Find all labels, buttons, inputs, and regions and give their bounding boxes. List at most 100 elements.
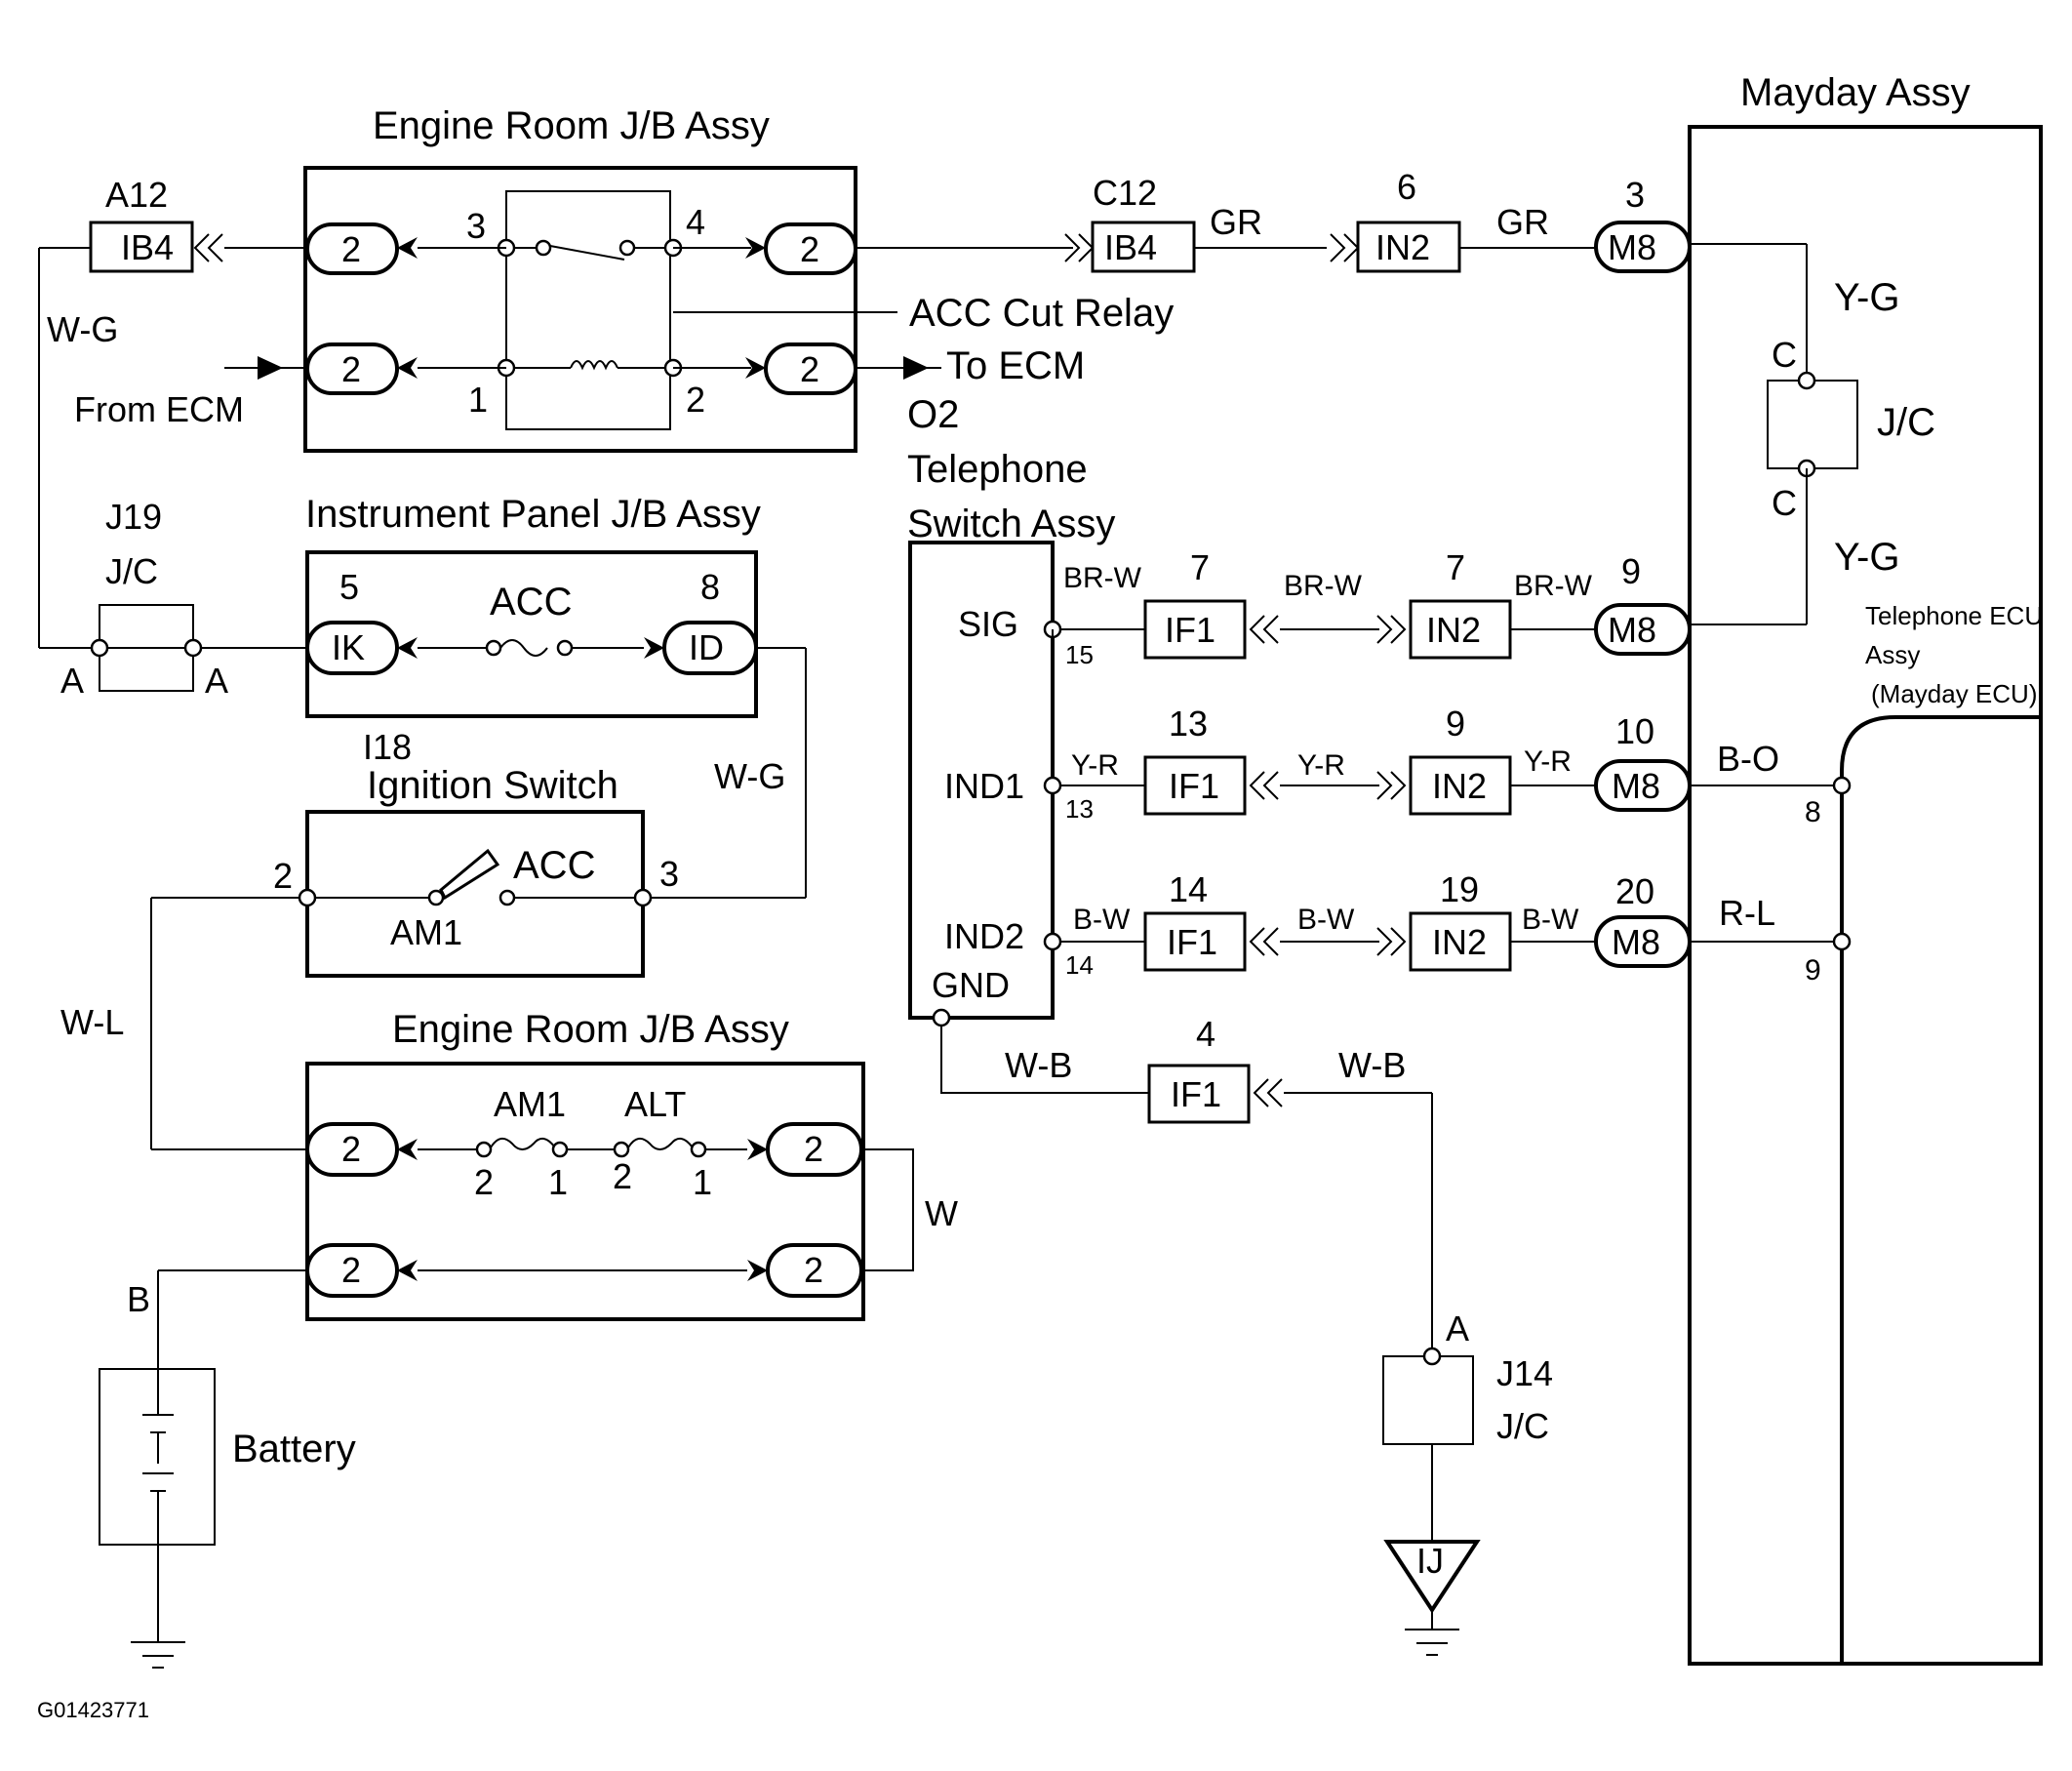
c12-ref: C12 [1093,173,1157,213]
svg-text:B-W: B-W [1522,904,1579,936]
svg-text:B-W: B-W [1073,904,1131,936]
in2-connector [1409,599,1512,660]
switch-pin-sig: SIG [958,604,1018,644]
figure-id: G01423771 [37,1698,149,1722]
svg-text:2: 2 [800,349,819,389]
svg-text:ACC: ACC [513,844,595,887]
telephone-switch-label-1: O2 [907,393,959,436]
battery-label: Battery [232,1428,356,1470]
svg-text:15: 15 [1065,640,1094,669]
wire-wg-left: W-G [47,309,118,349]
conn6-connector [1356,221,1461,273]
svg-text:2: 2 [273,856,293,896]
acc-cut-relay-box [505,190,671,430]
svg-text:IJ: IJ [1416,1541,1444,1581]
svg-text:8: 8 [700,567,720,607]
wire-yg-2: Y-G [1834,536,1899,579]
wire-gr-2: GR [1496,202,1549,242]
relay-pin-3: 3 [466,206,486,246]
svg-text:2: 2 [341,1250,361,1290]
wire-yg-1: Y-G [1834,276,1899,319]
wire-wl: W-L [60,1002,124,1042]
svg-text:AM1: AM1 [494,1084,566,1124]
j14-box [1382,1355,1474,1445]
acc-cut-relay-label: ACC Cut Relay [909,292,1174,335]
instrument-panel-jb-box [305,550,758,718]
svg-text:19: 19 [1440,869,1479,909]
svg-text:Y-R: Y-R [1524,745,1572,778]
engine-room-jb-bottom-box [305,1062,865,1321]
switch-pin-gnd: GND [932,965,1010,1005]
svg-text:2: 2 [613,1156,632,1196]
telephone-switch-label-3: Switch Assy [907,503,1115,545]
svg-text:M8: M8 [1612,766,1660,806]
svg-text:A: A [60,661,84,701]
svg-text:7: 7 [1190,547,1210,587]
svg-text:IN2: IN2 [1432,766,1487,806]
svg-text:1: 1 [548,1162,568,1202]
svg-text:IB4: IB4 [1104,227,1157,267]
svg-text:2: 2 [474,1162,494,1202]
wire-w: W [925,1193,958,1233]
c12-connector [1091,221,1196,273]
a12-ref: A12 [105,175,168,215]
svg-text:M8: M8 [1608,610,1656,650]
svg-text:5: 5 [339,567,359,607]
svg-text:BR-W: BR-W [1514,570,1593,602]
svg-text:AM1: AM1 [390,912,462,952]
instrument-panel-jb-title: Instrument Panel J/B Assy [305,493,761,536]
switch-pin-ind2: IND2 [944,916,1024,956]
if1-connector [1143,599,1247,660]
jc-right-name: J/C [1877,401,1935,444]
svg-text:BR-W: BR-W [1063,562,1142,594]
svg-text:9: 9 [1621,551,1641,591]
svg-text:ALT: ALT [624,1084,686,1124]
telephone-ecu-label-2: Assy [1865,640,1920,669]
in2-connector [1409,911,1512,972]
wire-wb-left: W-B [1005,1045,1072,1085]
svg-text:13: 13 [1169,704,1208,744]
in2-connector [1409,755,1512,816]
telephone-ecu-box [1840,715,2041,1664]
if1-connector [1143,755,1247,816]
svg-text:B-W: B-W [1297,904,1355,936]
svg-text:14: 14 [1065,950,1094,980]
from-ecm-label: From ECM [74,389,244,429]
telephone-ecu-label-3: (Mayday ECU) [1871,679,2037,708]
j19-name: J/C [105,551,158,591]
svg-text:8: 8 [1805,796,1821,828]
wire-gr-1: GR [1210,202,1262,242]
wire-wg-right: W-G [714,756,785,796]
svg-text:IN2: IN2 [1426,610,1481,650]
a12-connector [89,221,194,273]
gnd-if-ref: 4 [1196,1014,1215,1054]
svg-text:3: 3 [659,854,679,894]
svg-text:IN2: IN2 [1432,922,1487,962]
svg-text:B-O: B-O [1717,739,1779,779]
svg-text:BR-W: BR-W [1284,570,1363,602]
wire-b: B [127,1279,150,1319]
svg-text:2: 2 [804,1129,823,1169]
svg-text:2: 2 [341,349,361,389]
svg-text:9: 9 [1446,704,1465,744]
svg-text:9: 9 [1805,954,1821,986]
gnd-if1-connector [1147,1064,1251,1124]
to-ecm-label: To ECM [946,344,1085,387]
svg-text:7: 7 [1446,547,1465,587]
jc-right-box [1767,380,1858,469]
wire-wb-right: W-B [1338,1045,1406,1085]
jc-right-pin-c-bottom: C [1772,483,1797,523]
svg-text:2: 2 [800,229,819,269]
engine-room-jb-bottom-title: Engine Room J/B Assy [392,1008,789,1051]
relay-pin-2: 2 [686,380,705,420]
svg-text:20: 20 [1615,871,1654,911]
relay-pin-1: 1 [468,380,488,420]
switch-pin-ind1: IND1 [944,766,1024,806]
svg-text:IF1: IF1 [1165,610,1215,650]
svg-text:I18: I18 [363,727,412,767]
svg-text:14: 14 [1169,869,1208,909]
svg-text:1: 1 [693,1162,712,1202]
svg-text:M8: M8 [1612,922,1660,962]
svg-text:M8: M8 [1608,227,1656,267]
